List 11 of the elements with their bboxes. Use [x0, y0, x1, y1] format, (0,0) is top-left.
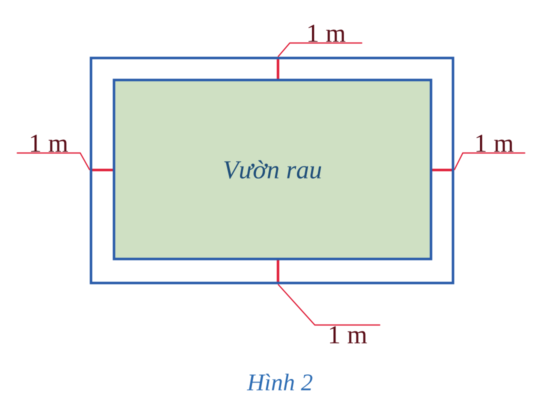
leader-line [16, 152, 90, 170]
dimension-label: 1 m [476, 134, 514, 152]
leader-line [278, 42, 362, 58]
leader-line [278, 284, 380, 326]
dimension-label: 1 m [308, 24, 346, 42]
garden-plot: Vườn rau [112, 78, 432, 260]
leader-line [454, 152, 526, 170]
figure-caption: Hình 2 [246, 374, 312, 390]
border-strip [90, 56, 454, 284]
dimension-label: 1 m [31, 134, 68, 152]
dimension-label: 1 m [330, 326, 367, 344]
